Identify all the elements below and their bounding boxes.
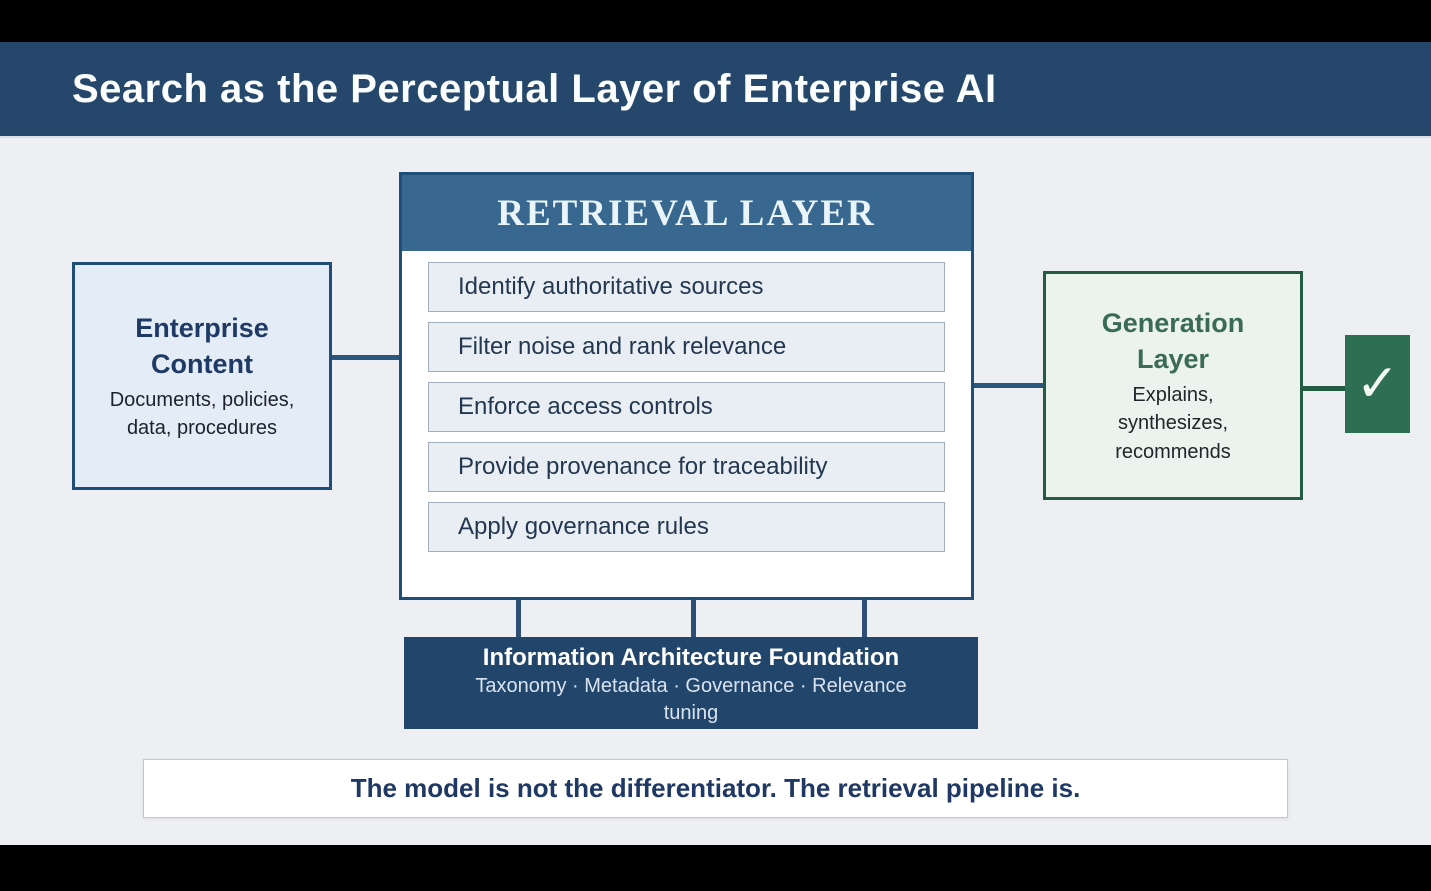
retrieval-layer-title: RETRIEVAL LAYER: [497, 192, 876, 234]
connector-retrieval-to-foundation-right: [862, 599, 867, 637]
connector-retrieval-to-generation: [974, 383, 1043, 388]
generation-layer-title: Generation Layer: [1101, 307, 1245, 375]
key-message-callout: The model is not the differentiator. The…: [143, 759, 1288, 818]
result-check-square: ✓: [1345, 335, 1410, 433]
slide-title-bar: Search as the Perceptual Layer of Enterp…: [0, 42, 1431, 138]
retrieval-layer-box: RETRIEVAL LAYER Identify authoritative s…: [399, 172, 974, 600]
retrieval-layer-header: RETRIEVAL LAYER: [402, 175, 971, 251]
foundation-subtitle: Taxonomy · Metadata · Governance · Relev…: [475, 675, 907, 724]
enterprise-content-subtitle: Documents, policies, data, procedures: [109, 389, 295, 440]
retrieval-items-list: Identify authoritative sources Filter no…: [402, 251, 971, 552]
key-message-text: The model is not the differentiator. The…: [350, 773, 1081, 803]
enterprise-content-title: Enterprise Content: [135, 312, 269, 379]
generation-layer-subtitle: Explains, synthesizes, recommends: [1115, 383, 1231, 463]
retrieval-item-identify-sources: Identify authoritative sources: [428, 262, 945, 312]
connector-retrieval-to-foundation-left: [516, 599, 521, 637]
retrieval-item-filter-noise: Filter noise and rank relevance: [428, 322, 945, 372]
bottom-letterbox-bar: [0, 845, 1431, 891]
generation-layer-box: Generation Layer Explains, synthesizes, …: [1043, 271, 1303, 500]
connector-retrieval-to-foundation-middle: [691, 599, 696, 637]
checkmark-icon: ✓: [1355, 354, 1400, 414]
retrieval-item-provenance: Provide provenance for traceability: [428, 442, 945, 492]
connector-generation-to-check: [1303, 386, 1345, 391]
retrieval-item-governance-rules: Apply governance rules: [428, 502, 945, 552]
foundation-title: Information Architecture Foundation: [482, 644, 900, 671]
page-title: Search as the Perceptual Layer of Enterp…: [72, 66, 997, 111]
enterprise-content-box: Enterprise Content Documents, policies, …: [72, 262, 332, 490]
top-letterbox-bar: [0, 0, 1431, 42]
retrieval-item-access-controls: Enforce access controls: [428, 382, 945, 432]
connector-enterprise-to-retrieval: [332, 355, 399, 360]
information-architecture-foundation-box: Information Architecture Foundation Taxo…: [404, 637, 978, 729]
